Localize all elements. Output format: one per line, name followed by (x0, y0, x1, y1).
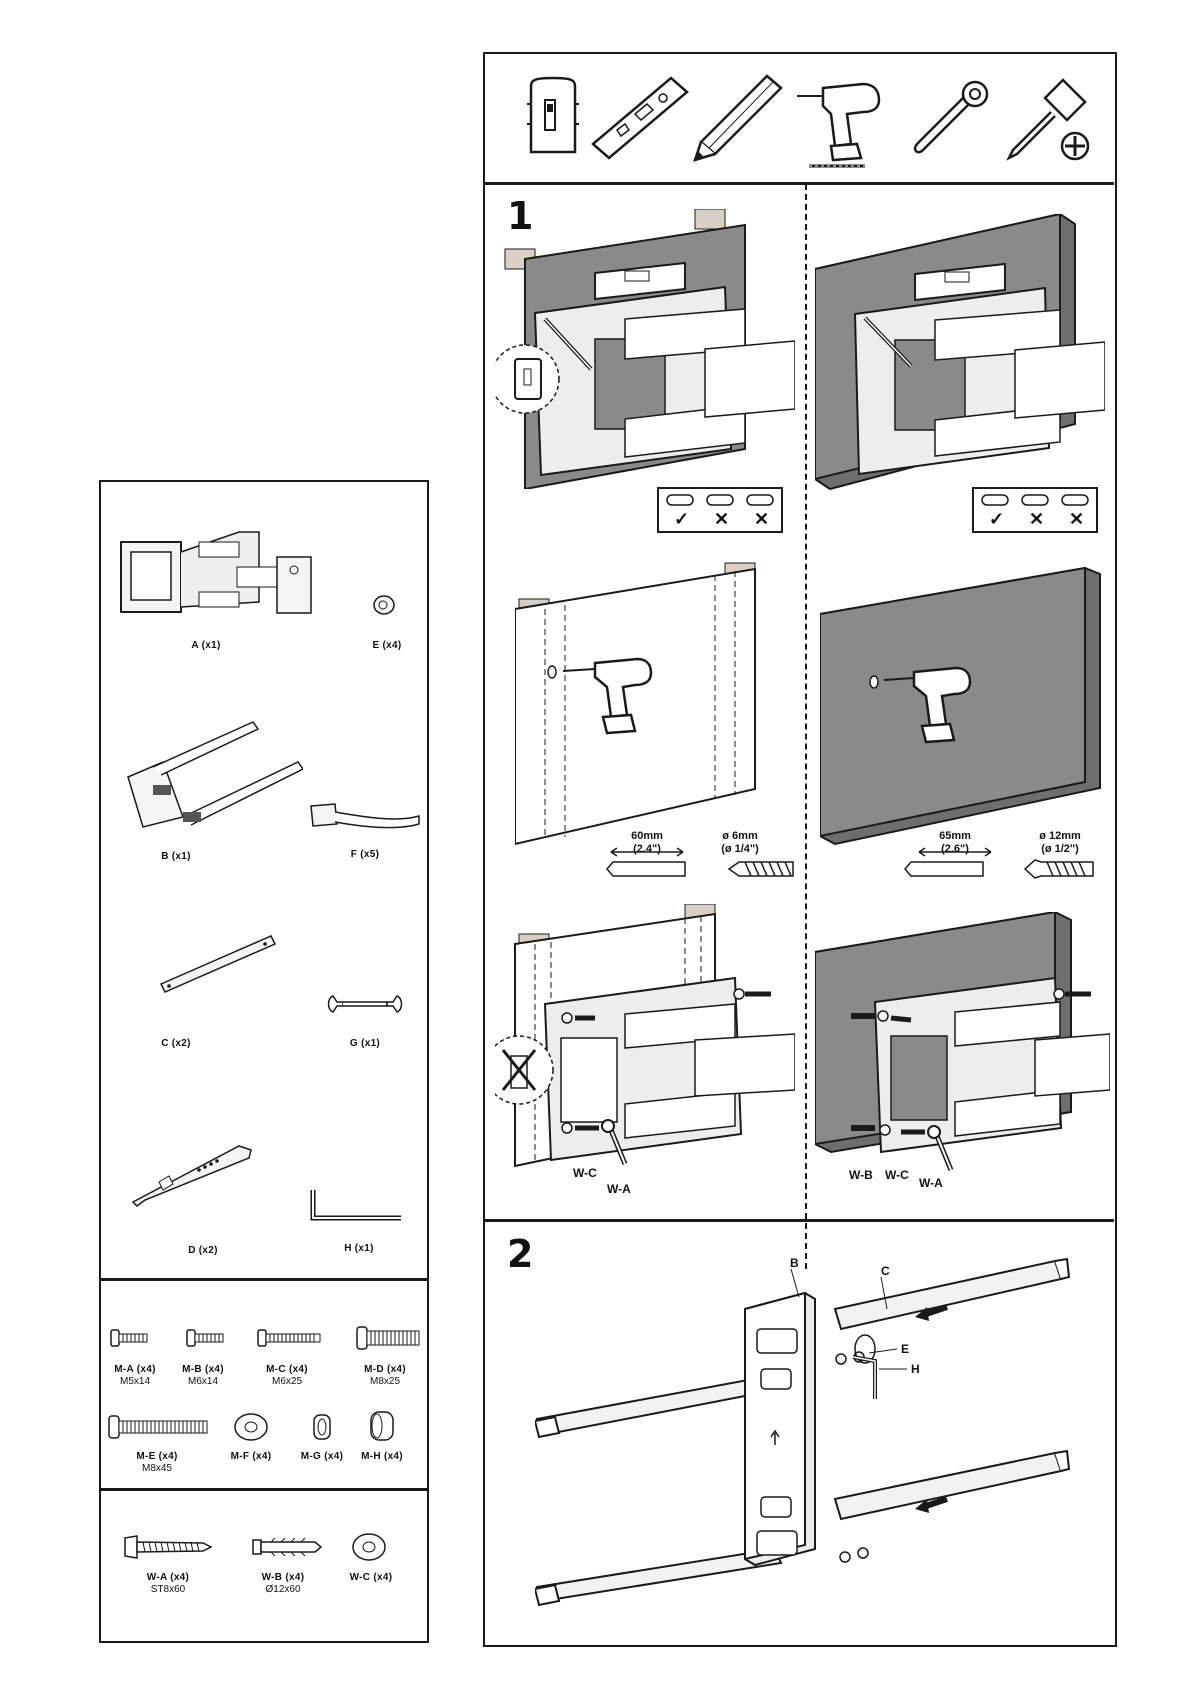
socket-wrench-icon (909, 78, 993, 162)
hw-m-b-size: M6x14 (173, 1376, 233, 1387)
anchor-w-b-icon (251, 1534, 323, 1560)
part-h-label: H (x1) (329, 1243, 389, 1254)
hardware-w-divider (101, 1488, 427, 1491)
hw-m-f-label: M-F (x4) (221, 1451, 281, 1462)
wood-drilling-scene (515, 559, 775, 849)
hw-m-c-label: M-C (x4) (257, 1364, 317, 1375)
wood-bolting-scene (495, 904, 795, 1224)
hw-m-c-size: M6x25 (257, 1376, 317, 1387)
wall-plate-arm-icon (119, 522, 319, 622)
vertical-bar-icon (159, 934, 279, 994)
concrete-drilling-scene (820, 564, 1110, 849)
wood-stud-mounting-scene (495, 209, 795, 489)
concrete-bit-label: ø 12mm(ø 1/2") (1025, 830, 1095, 856)
wrench-icon (325, 990, 405, 1018)
step-2-assembly-diagram (535, 1249, 1095, 1629)
hw-w-a-size: ST8x60 (138, 1584, 198, 1595)
hw-w-b-size: Ø12x60 (253, 1584, 313, 1595)
hw-m-d-label: M-D (x4) (355, 1364, 415, 1375)
step-2-callout-c: C (881, 1264, 890, 1278)
tools-divider (485, 182, 1114, 185)
step-2-callout-b: B (790, 1256, 799, 1270)
hw-m-a-label: M-A (x4) (105, 1364, 165, 1375)
step-1-center-divider (805, 184, 807, 1269)
part-f-label: F (x5) (335, 849, 395, 860)
screw-m-b-icon (185, 1328, 225, 1348)
pencil-icon (693, 74, 783, 162)
hw-m-b-label: M-B (x4) (173, 1364, 233, 1375)
tv-hook-icon (129, 1132, 259, 1207)
hw-m-h-label: M-H (x4) (352, 1451, 412, 1462)
hw-m-g-label: M-G (x4) (292, 1451, 352, 1462)
part-d-label: D (x2) (173, 1245, 233, 1256)
concrete-callout-w-a: W-A (919, 1176, 943, 1190)
washer-w-c-icon (351, 1532, 387, 1562)
wood-drill-bit-diagram (605, 858, 805, 882)
wood-callout-w-a: W-A (607, 1182, 631, 1196)
screw-m-e-icon (107, 1414, 209, 1440)
cross-mark-concrete-3: ✕ (1069, 509, 1084, 530)
part-c-label: C (x2) (146, 1038, 206, 1049)
screw-m-c-icon (256, 1328, 322, 1348)
part-e-label: E (x4) (357, 640, 417, 651)
hw-m-d-size: M8x25 (355, 1376, 415, 1387)
wood-bit-label: ø 6mm(ø 1/4") (705, 830, 775, 856)
spacer-m-g-icon (311, 1412, 333, 1442)
wood-bit-in: (ø 1/4") (721, 843, 759, 855)
screw-m-d-icon (355, 1325, 421, 1351)
level-icon (591, 74, 691, 162)
screw-m-a-icon (109, 1328, 149, 1348)
parts-panel: A (x1) E (x4) B (x1) F (x5) C (x2) G (x1… (99, 480, 429, 1643)
cross-mark-concrete-2: ✕ (1029, 509, 1044, 530)
hardware-m-divider (101, 1278, 427, 1281)
step-2-callout-h: H (911, 1362, 920, 1376)
step-2-number: 2 (507, 1232, 533, 1276)
concrete-wall-mounting-scene (815, 214, 1105, 494)
concrete-bit-in: (ø 1/2") (1041, 843, 1079, 855)
hw-w-a-label: W-A (x4) (138, 1572, 198, 1583)
cable-tie-icon (309, 800, 421, 836)
hw-w-c-label: W-C (x4) (341, 1572, 401, 1583)
concrete-callout-w-b: W-B (849, 1168, 873, 1182)
part-b-label: B (x1) (146, 851, 206, 862)
concrete-callout-w-c: W-C (885, 1168, 909, 1182)
wood-depth-arrow (607, 846, 687, 858)
hw-m-e-size: M8x45 (127, 1463, 187, 1474)
concrete-depth-arrow (915, 846, 995, 858)
wood-bit-mm: ø 6mm (722, 830, 757, 842)
spacer-m-h-icon (367, 1408, 397, 1444)
tools-row (485, 54, 1114, 182)
stud-finder-icon (525, 76, 581, 156)
wood-depth-mm: 60mm (631, 830, 663, 842)
step-2-callout-e: E (901, 1342, 909, 1356)
part-g-label: G (x1) (335, 1038, 395, 1049)
step-2-divider (485, 1219, 1114, 1222)
hw-m-a-size: M5x14 (105, 1376, 165, 1387)
drill-icon (795, 74, 891, 170)
hw-w-b-label: W-B (x4) (253, 1572, 313, 1583)
bracket-assembly-icon (123, 717, 303, 837)
concrete-drill-bit-diagram (903, 858, 1103, 882)
phillips-screwdriver-icon (1005, 76, 1095, 166)
concrete-depth-mm: 65mm (939, 830, 971, 842)
hw-m-e-label: M-E (x4) (127, 1451, 187, 1462)
check-mark-wood-1: ✓ (674, 509, 689, 530)
part-a-label: A (x1) (176, 640, 236, 651)
nut-icon (373, 594, 395, 616)
lag-bolt-w-a-icon (123, 1534, 213, 1560)
cross-mark-wood-2: ✕ (714, 509, 729, 530)
concrete-bit-mm: ø 12mm (1039, 830, 1081, 842)
check-mark-concrete-1: ✓ (989, 509, 1004, 530)
cross-mark-wood-3: ✕ (754, 509, 769, 530)
hex-key-icon (309, 1188, 405, 1224)
wood-callout-w-c: W-C (573, 1166, 597, 1180)
instructions-panel: 1 ✓ ✕ ✕ (483, 52, 1117, 1647)
washer-m-f-icon (233, 1412, 269, 1442)
